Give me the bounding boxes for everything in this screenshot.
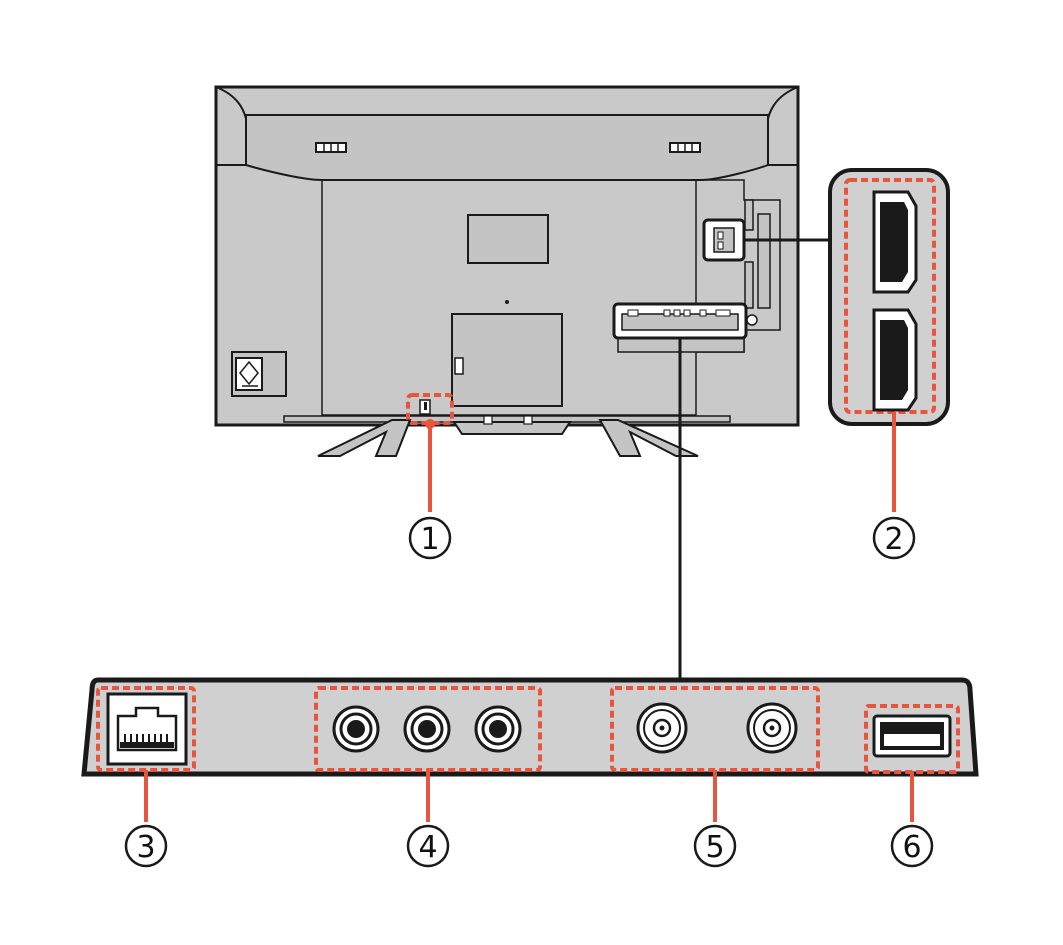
hdmi-panel: [828, 168, 950, 426]
hdmi-port-icon[interactable]: [872, 308, 918, 412]
wall-mount-slot-right: [669, 142, 701, 153]
bottom-terminal-panel: [81, 677, 979, 777]
callout-3: 3: [124, 824, 168, 868]
callout-2: 2: [872, 516, 916, 560]
hdmi-port-icon[interactable]: [872, 190, 918, 294]
power-inlet-icon: [231, 351, 287, 397]
svg-text:2: 2: [884, 522, 903, 557]
usb-port-icon[interactable]: [872, 714, 952, 758]
callout-4: 4: [406, 824, 450, 868]
coaxial-antenna-icon[interactable]: [636, 702, 688, 754]
svg-text:6: 6: [902, 830, 921, 865]
svg-text:1: 1: [420, 522, 439, 557]
rca-jack-icon[interactable]: [332, 705, 380, 753]
rca-jack-icon[interactable]: [474, 705, 522, 753]
tv-rear-panel: [214, 85, 800, 457]
kensington-slot-icon: [419, 399, 431, 415]
callout-6: 6: [890, 824, 934, 868]
bottom-terminal-location: [612, 302, 748, 353]
svg-text:5: 5: [705, 830, 724, 865]
ethernet-port-icon[interactable]: [106, 692, 188, 766]
wall-mount-slot-left: [315, 142, 347, 153]
svg-text:4: 4: [418, 830, 437, 865]
rca-jack-icon[interactable]: [403, 705, 451, 753]
callout-5: 5: [693, 824, 737, 868]
callout-1: 1: [408, 516, 452, 560]
callout-1-highlight: [406, 393, 454, 425]
coaxial-antenna-icon[interactable]: [746, 702, 798, 754]
svg-text:3: 3: [136, 830, 155, 865]
side-hdmi-location: [702, 218, 746, 262]
